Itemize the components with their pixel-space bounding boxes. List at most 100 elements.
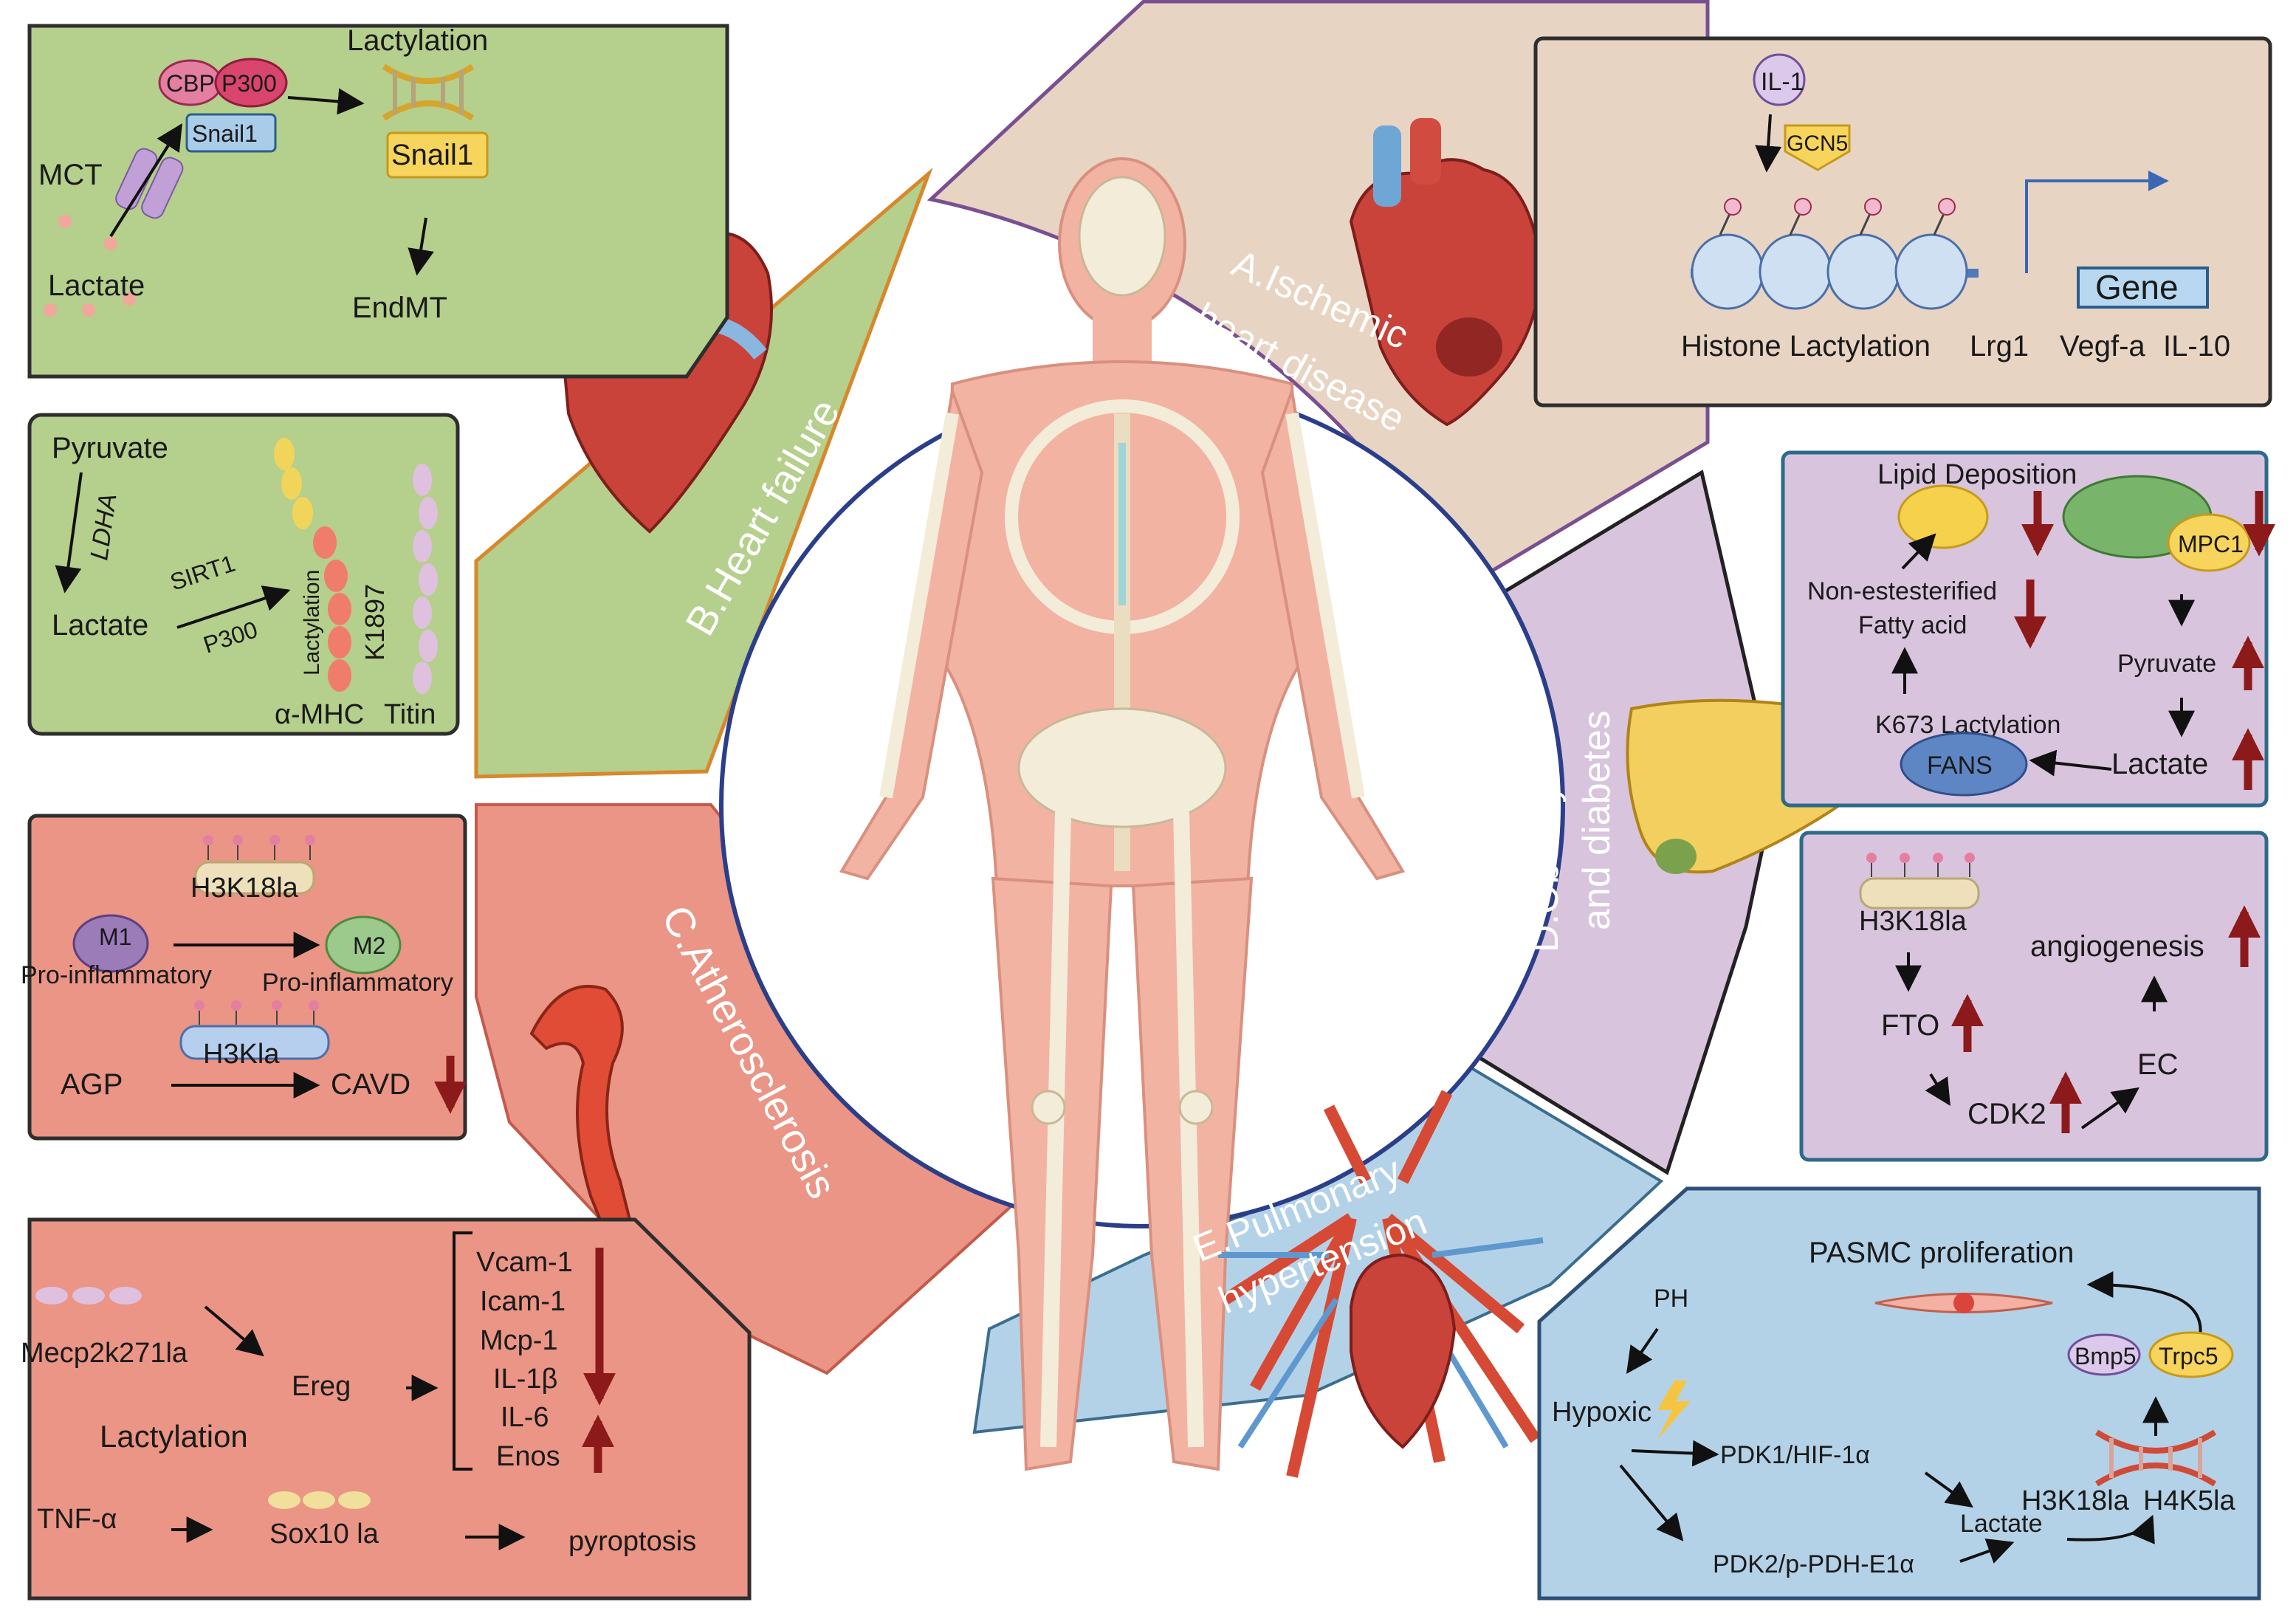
label-ph: PH	[1654, 1285, 1688, 1313]
lipid-droplet-icon	[1897, 484, 1989, 549]
label-lactylation-c2: Lactylation	[100, 1419, 248, 1454]
label-il1: IL-1	[1761, 68, 1804, 96]
label-k1897: K1897	[360, 584, 390, 661]
label-fans: FANS	[1927, 752, 1993, 780]
lungs-heart-illustration	[1218, 1090, 1544, 1478]
snail1-box-small	[185, 113, 277, 153]
label-lactylation: Lactylation	[347, 24, 488, 57]
label-lrg1: Lrg1	[1970, 330, 2029, 362]
label-h3k18la-d2: H3K18la	[1859, 906, 1967, 937]
label-gene-enos: Enos	[496, 1441, 560, 1472]
label-pdk1: PDK1/HIF-1α	[1720, 1441, 1870, 1469]
label-gene-il1b: IL-1β	[493, 1364, 557, 1395]
label-hypoxic: Hypoxic	[1552, 1397, 1651, 1428]
label-angiogenesis: angiogenesis	[2030, 930, 2204, 963]
label-obesity-2: and diabetes	[1575, 710, 1618, 930]
protein-dots-c2	[35, 1287, 142, 1305]
label-nefa-2: Fatty acid	[1858, 611, 1967, 639]
label-m1-desc: Pro-inflammatory	[21, 961, 212, 989]
label-lactylation-b2: Lactylation	[300, 570, 324, 676]
lactate-dots-icon	[44, 215, 136, 317]
bmp5-icon	[2067, 1333, 2141, 1376]
m2-macrophage-icon	[325, 915, 402, 975]
label-histone-lactylation: Histone Lactylation	[1681, 330, 1931, 362]
label-il10: IL-10	[2163, 330, 2230, 362]
label-h3kla: H3Kla	[203, 1039, 280, 1070]
nucleosome-array-icon	[1691, 198, 1979, 310]
label-titin: Titin	[384, 699, 436, 730]
label-cavd: CAVD	[331, 1068, 410, 1101]
label-sox10: Sox10 la	[269, 1519, 379, 1550]
label-lactate-d1: Lactate	[2111, 748, 2208, 780]
protein-dots-sox10	[268, 1491, 371, 1509]
nucleosome-icon-c1	[194, 835, 315, 895]
label-endmt: EndMT	[352, 292, 447, 324]
trpc5-icon	[2148, 1331, 2234, 1378]
panel-c2-lactylation: Mecp2k271la Ereg Lactylation Vcam-1 Icam…	[21, 1217, 752, 1601]
label-m1: M1	[99, 924, 131, 950]
nucleosome-icon-c1b	[179, 1000, 330, 1060]
label-mecp2: Mecp2k271la	[21, 1338, 188, 1369]
label-h3k18la-c1: H3K18la	[190, 873, 299, 904]
label-cbp: CBP	[166, 70, 215, 97]
label-pyruvate-d1: Pyruvate	[2117, 650, 2216, 678]
il1-icon	[1753, 53, 1806, 106]
label-amhc: α-MHC	[275, 699, 364, 730]
label-ereg: Ereg	[292, 1371, 351, 1402]
label-nefa-1: Non-estesterified	[1807, 577, 1997, 605]
label-mct: MCT	[38, 159, 103, 191]
label-snail1-small: Snail1	[192, 120, 258, 147]
gene-bracket	[453, 1231, 472, 1471]
label-snail1-large: Snail1	[391, 139, 473, 171]
label-gene-mcp1: Mcp-1	[480, 1325, 558, 1356]
label-vegfa: Vegf-a	[2060, 330, 2145, 362]
aorta-illustration	[529, 985, 645, 1291]
nucleosome-icon-d2	[1859, 853, 1980, 910]
sector-label-obesity: D.Obesity and diabetes	[1524, 710, 1618, 952]
label-fto: FTO	[1881, 1009, 1939, 1042]
panel-a-histone: IL-1 GCN5 Gene Histone Lactylation Lrg1 …	[1533, 36, 2272, 408]
label-lactate-e: Lactate	[1960, 1510, 2043, 1538]
dna-helix-icon-e	[2094, 1429, 2217, 1487]
label-m2-desc: Pro-inflammatory	[262, 969, 453, 997]
label-h4k5la: H4K5la	[2143, 1485, 2235, 1516]
label-m2: M2	[353, 932, 385, 959]
label-pyruvate: Pyruvate	[52, 432, 168, 464]
label-tnf: TNF-α	[37, 1504, 117, 1535]
label-gene-vcam1: Vcam-1	[476, 1247, 573, 1278]
fans-enzyme-icon	[1900, 732, 2028, 797]
label-obesity-1: D.Obesity	[1524, 784, 1567, 952]
label-p300: P300	[221, 70, 277, 97]
mhc-chain-icon	[274, 438, 351, 692]
label-cdk2: CDK2	[1967, 1098, 2046, 1130]
gcn5-icon	[1784, 124, 1851, 171]
transcription-arrow	[2025, 171, 2169, 273]
label-agp: AGP	[61, 1068, 123, 1101]
gene-list: Vcam-1 Icam-1 Mcp-1 IL-1β IL-6 Enos	[476, 1247, 573, 1472]
snail1-box-large	[386, 131, 489, 179]
label-gcn5: GCN5	[1787, 131, 1848, 156]
gene-box	[2077, 267, 2209, 309]
label-bmp5: Bmp5	[2075, 1343, 2137, 1369]
p300-protein	[214, 58, 288, 108]
m1-macrophage-icon	[72, 914, 149, 973]
label-pasmc: PASMC proliferation	[1809, 1237, 2074, 1269]
label-ec: EC	[2137, 1048, 2179, 1081]
panel-e-pasmc: PASMC proliferation PH Bmp5 Trpc5 Hypoxi…	[1537, 1186, 2261, 1601]
panel-b1-endmt: Lactylation CBP P300 Snail1 Snail1 MCT L…	[27, 24, 729, 379]
human-skeleton-figure	[839, 157, 1406, 1471]
panel-b2-mhc: Pyruvate LDHA Lactate SIRT1 P300 Lactyla…	[27, 413, 460, 736]
panel-d2-angiogenesis: H3K18la angiogenesis FTO EC CDK2	[1799, 831, 2269, 1162]
label-pyroptosis: pyroptosis	[568, 1526, 696, 1557]
label-h3k18la-e: H3K18la	[2021, 1485, 2130, 1516]
label-gene-icam1: Icam-1	[480, 1286, 566, 1317]
label-lactate: Lactate	[48, 269, 145, 302]
lightning-icon	[1657, 1381, 1691, 1440]
heart-illustration-top	[1349, 118, 1541, 427]
label-gene: Gene	[2095, 268, 2179, 306]
panel-d1-lipid: Lipid Deposition MPC1 Non-estesterified …	[1781, 450, 2275, 808]
label-pdk2: PDK2/p-PDH-E1α	[1713, 1550, 1914, 1578]
label-gene-il6: IL-6	[501, 1402, 549, 1433]
label-mpc1: MPC1	[2178, 531, 2244, 557]
